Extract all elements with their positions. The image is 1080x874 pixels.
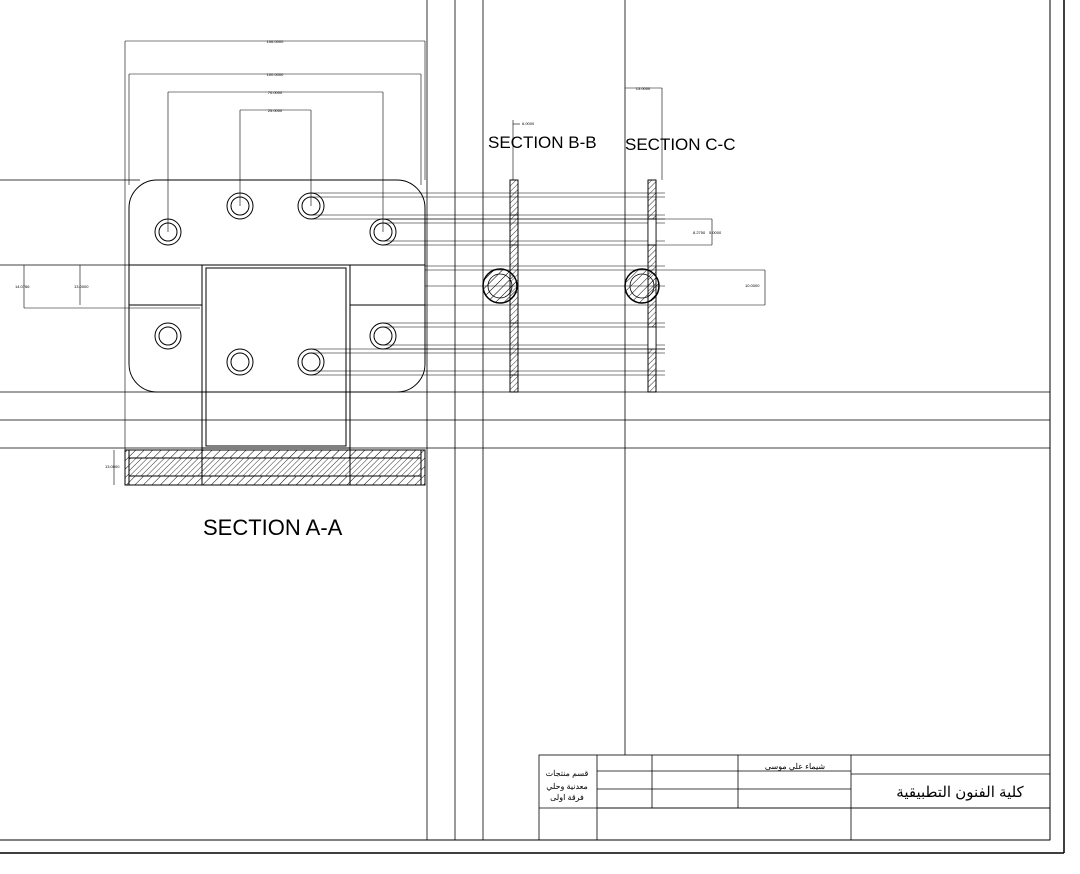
dim-thickness-c: 13.0000 [636, 86, 651, 91]
mounting-hole [154, 218, 182, 246]
dim-hole-span-mid: 70.0000 [268, 90, 283, 95]
dim-hole-span-inner: 25.0000 [268, 108, 283, 113]
mounting-hole [154, 322, 182, 350]
dim-thickness-b: 6.0000 [522, 121, 535, 126]
mounting-holes [154, 192, 397, 376]
dim-hole-dia-2: 5.0000 [709, 230, 722, 235]
title-block [538, 754, 1051, 841]
section-a-view [124, 448, 426, 486]
projection-lines [311, 192, 766, 376]
title-block-texts: قسم منتجات معدنية وحلي فرقة اولى شيماء ع… [546, 762, 1025, 802]
department-line-3: فرقة اولى [550, 793, 584, 802]
top-dimension-texts: 106.0000 100.0000 70.0000 25.0000 6.0000… [267, 39, 651, 126]
dim-height-left-1: 14.0766 [15, 284, 30, 289]
section-b-label: SECTION B-B [488, 133, 597, 152]
section-a-label: SECTION A-A [203, 515, 343, 540]
mounting-hole [226, 192, 254, 220]
student-name: شيماء علي موسى [765, 762, 826, 771]
department-line-2: معدنية وحلي [546, 782, 588, 791]
section-c-view [624, 179, 660, 393]
department-line-1: قسم منتجات [546, 769, 589, 778]
dim-hole-dia-1: 8.2750 [693, 230, 706, 235]
faculty-name: كلية الفنون التطبيقية [896, 784, 1024, 801]
dim-plate-thickness: 13.0000 [105, 464, 120, 469]
dim-hole-span-outer: 100.0000 [267, 72, 284, 77]
section-b-view [482, 179, 519, 393]
section-c-label: SECTION C-C [625, 135, 736, 154]
top-dimension-lines [124, 40, 663, 455]
dim-height-left-2: 13.0000 [74, 284, 89, 289]
construction-lines [0, 0, 1050, 840]
right-dimension-texts: 8.2750 5.0000 10.0000 [693, 230, 760, 288]
dim-overall-width: 106.0000 [267, 39, 284, 44]
sheet-frame [0, 0, 1065, 854]
left-dimension-lines [23, 265, 200, 485]
dim-pin-dia: 10.0000 [745, 283, 760, 288]
mounting-hole [226, 348, 254, 376]
